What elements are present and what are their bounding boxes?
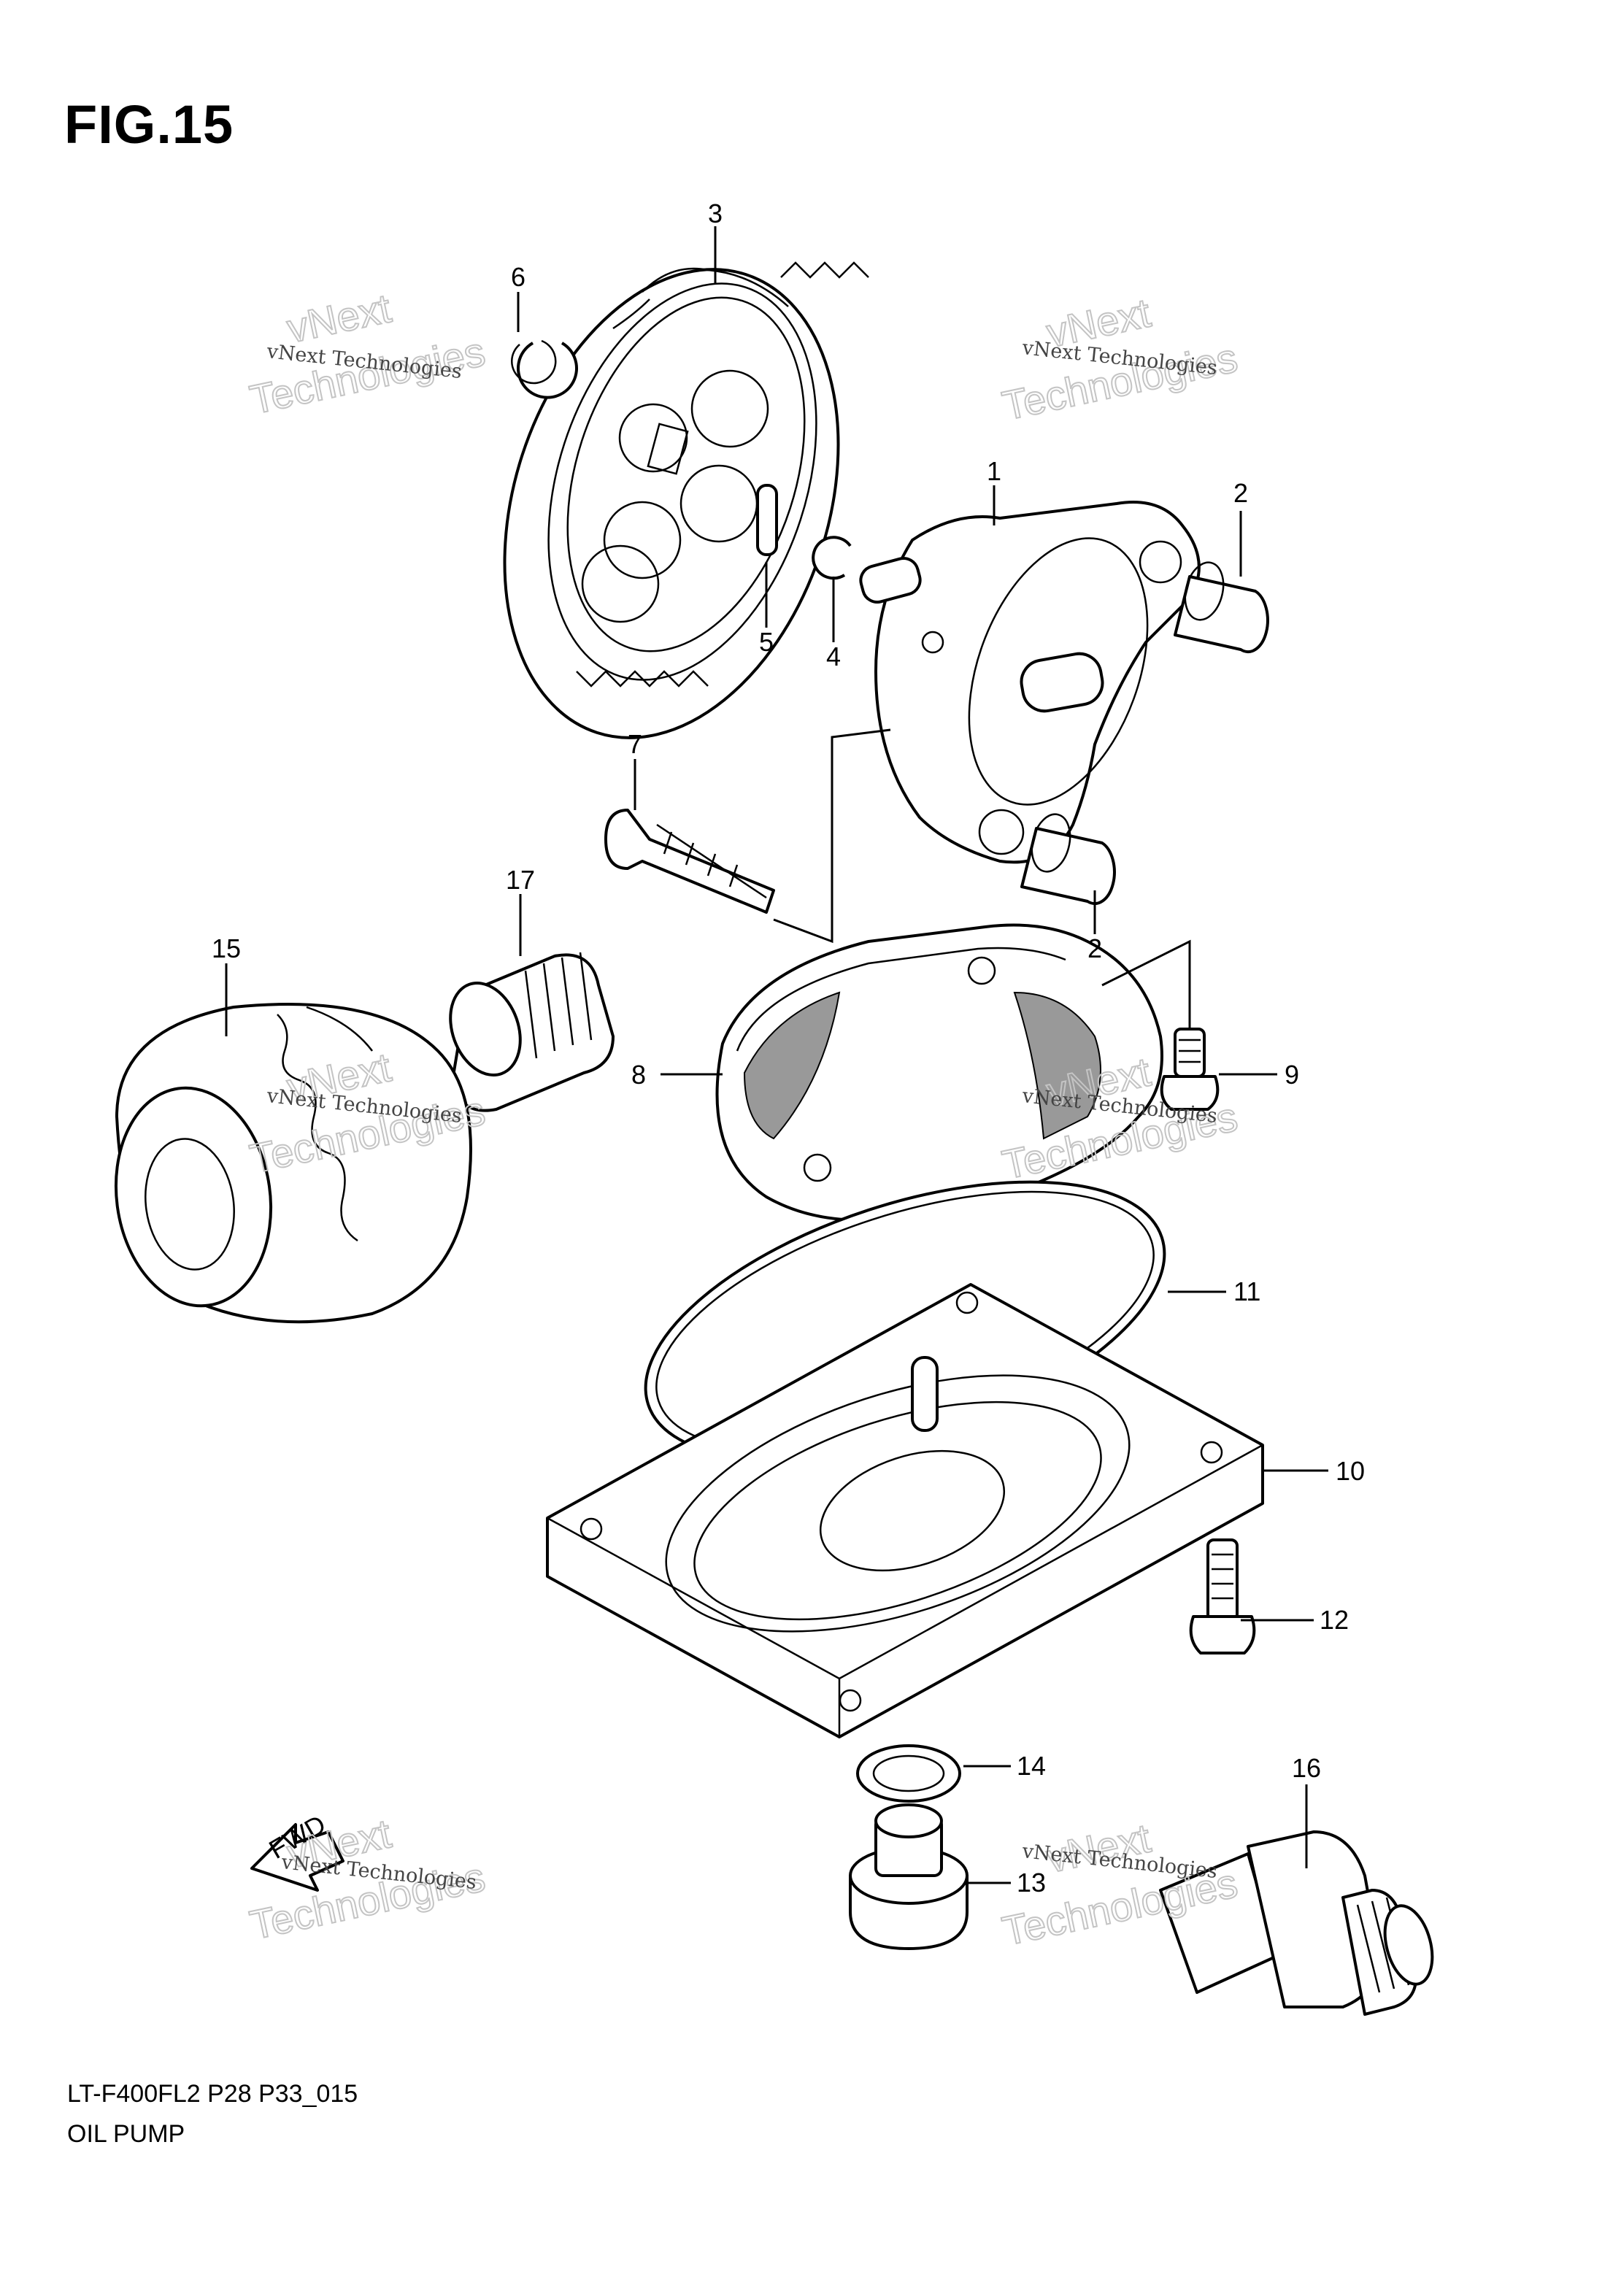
- callout-13: 13: [1017, 1868, 1046, 1898]
- washer-14: [856, 1744, 961, 1803]
- circlip-6: [511, 339, 578, 399]
- watermark-large-top: vNext: [283, 285, 396, 351]
- pump-housing: [859, 501, 1201, 864]
- callout-10: 10: [1336, 1456, 1365, 1486]
- callout-5: 5: [759, 627, 774, 657]
- callout-1: 1: [987, 456, 1001, 486]
- callout-numbers: 1 2 2 3 4 5 6 7 8 9 10 11 12 13 14 15 16…: [212, 199, 1365, 1898]
- figure-code: LT-F400FL2 P28 P33_015: [67, 2080, 358, 2108]
- clip-4: [812, 536, 852, 580]
- callout-15: 15: [212, 933, 241, 963]
- figure-name: OIL PUMP: [67, 2120, 185, 2148]
- callout-2-lower: 2: [1087, 933, 1102, 963]
- bolt-9: [1160, 1028, 1220, 1111]
- callout-14: 14: [1017, 1751, 1046, 1781]
- bolt-12: [1189, 1538, 1256, 1654]
- dowel-pin-lower: [1020, 813, 1116, 906]
- callout-3: 3: [708, 199, 723, 228]
- oil-filter: [114, 1003, 472, 1324]
- figure-title: FIG.15: [64, 94, 234, 155]
- watermarks: vNext Technologies vNext Technologies vN…: [245, 284, 1242, 1954]
- driven-gear: [503, 261, 869, 739]
- callout-17: 17: [506, 865, 535, 895]
- oil-cover-10: [546, 1283, 1264, 1738]
- callout-16: 16: [1292, 1753, 1321, 1783]
- callout-12: 12: [1320, 1605, 1349, 1635]
- callout-6: 6: [511, 262, 525, 292]
- callout-7: 7: [628, 729, 642, 759]
- union-17: [449, 952, 615, 1112]
- callout-8: 8: [631, 1060, 646, 1090]
- leader-lines: [225, 226, 1328, 1884]
- callout-2-upper: 2: [1233, 478, 1248, 508]
- dowel-pin-upper: [1174, 561, 1269, 654]
- drain-plug-13: [849, 1803, 969, 1950]
- bolt-7: [604, 809, 775, 914]
- callout-11: 11: [1233, 1276, 1260, 1306]
- oil-sensor-16: [1159, 1830, 1434, 2016]
- pin-5: [756, 484, 778, 556]
- callout-9: 9: [1285, 1060, 1299, 1090]
- callout-4: 4: [826, 642, 841, 671]
- oil-strainer: [715, 923, 1163, 1222]
